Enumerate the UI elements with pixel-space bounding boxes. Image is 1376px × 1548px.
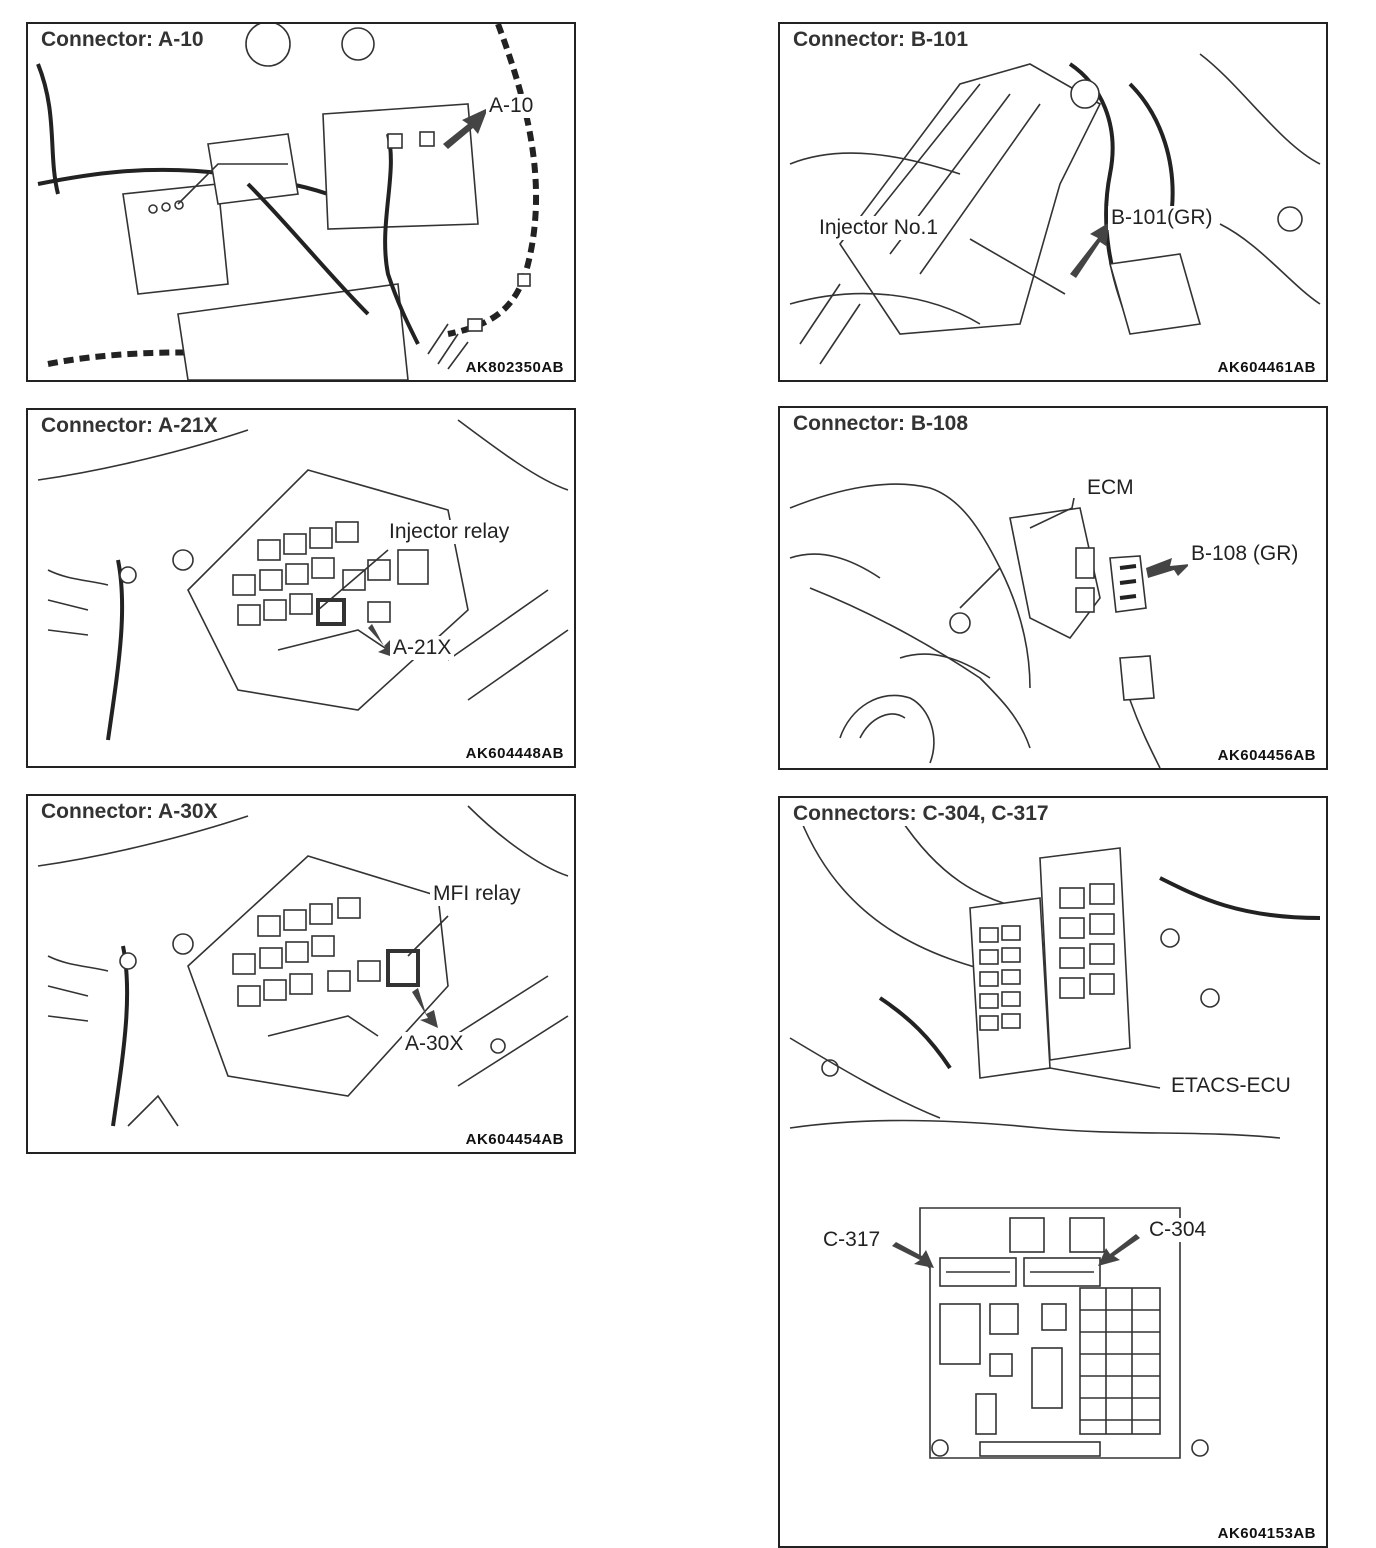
b101-figure-code: AK604461AB — [1215, 359, 1318, 376]
b108-ecm-label: ECM — [1084, 476, 1137, 500]
c304-c317-label: C-317 — [820, 1228, 884, 1252]
a10-figure-code: AK802350AB — [463, 359, 566, 376]
a21x-relay-label: Injector relay — [386, 520, 513, 544]
c304-figure-code: AK604153AB — [1215, 1525, 1318, 1542]
a30x-relay-label: MFI relay — [430, 882, 524, 906]
panel-connector-b108: Connector: B-108 ECM B-108 (GR) AK604456… — [778, 406, 1328, 770]
c304-etacs-label: ETACS-ECU — [1168, 1074, 1294, 1098]
b101-connector-label: B-101(GR) — [1108, 206, 1216, 230]
a21x-connector-label: A-21X — [390, 636, 455, 660]
panel-connector-a10: Connector: A-10 A-10 AK802350AB — [26, 22, 576, 382]
b108-title: Connector: B-108 — [790, 412, 972, 436]
b108-figure-code: AK604456AB — [1215, 747, 1318, 764]
b108-illustration — [789, 483, 1190, 768]
a21x-figure-code: AK604448AB — [463, 745, 566, 762]
panel-connector-a30x: Connector: A-30X MFI relay A-30X AK60445… — [26, 794, 576, 1154]
a21x-title: Connector: A-21X — [38, 414, 221, 438]
b101-title: Connector: B-101 — [790, 28, 972, 52]
a10-title: Connector: A-10 — [38, 28, 207, 52]
b101-injector-label: Injector No.1 — [816, 216, 942, 240]
a30x-title: Connector: A-30X — [38, 800, 221, 824]
panel-connector-a21x: Connector: A-21X Injector relay A-21X AK… — [26, 408, 576, 768]
a10-illustration — [36, 24, 539, 380]
c304-illustration — [789, 817, 1321, 1459]
a30x-figure-code: AK604454AB — [463, 1131, 566, 1148]
b108-connector-label: B-108 (GR) — [1188, 542, 1302, 566]
panel-connectors-c304-c317: Connectors: C-304, C-317 ETACS-ECU C-317… — [778, 796, 1328, 1548]
b101-illustration — [789, 53, 1321, 365]
a30x-illustration — [37, 805, 569, 1127]
c304-title: Connectors: C-304, C-317 — [790, 802, 1052, 826]
c304-c304-label: C-304 — [1146, 1218, 1210, 1242]
a10-connector-label: A-10 — [486, 94, 537, 118]
a30x-connector-label: A-30X — [402, 1032, 467, 1056]
panel-connector-b101: Connector: B-101 Injector No.1 B-101(GR)… — [778, 22, 1328, 382]
a21x-illustration — [37, 419, 569, 741]
